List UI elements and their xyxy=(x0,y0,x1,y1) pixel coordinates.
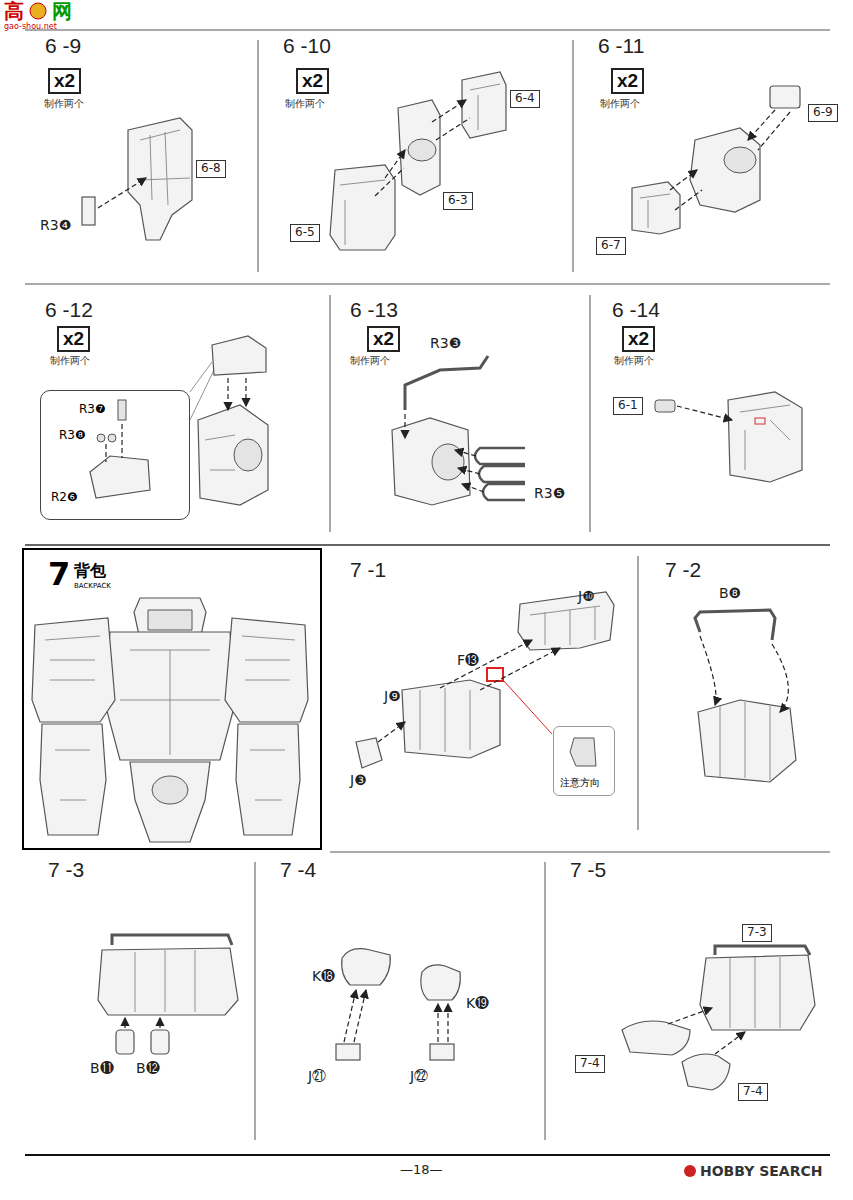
node-label: 6-7 xyxy=(601,239,621,253)
step-number: 7 -1 xyxy=(350,558,386,582)
node-label: x2 xyxy=(373,328,394,350)
page-number: —18— xyxy=(400,1163,443,1178)
watermark: 网 xyxy=(52,0,72,23)
node-label: 6-4 xyxy=(515,92,535,106)
quantity-box: x2 xyxy=(367,326,400,352)
step-reference: 6-7 xyxy=(596,237,626,255)
step-number: 6 -9 xyxy=(45,34,81,58)
step-reference: 6-9 xyxy=(808,104,838,122)
node-label: x2 xyxy=(628,328,649,350)
step-reference: 6-5 xyxy=(290,224,320,242)
quantity-box: x2 xyxy=(622,326,655,352)
node-text: R2❻ xyxy=(51,491,78,505)
step-number: 7 -3 xyxy=(48,858,84,882)
node-label: 7-3 xyxy=(747,926,767,940)
step-reference: 6-1 xyxy=(613,397,643,415)
step-number: 6 -13 xyxy=(350,298,398,322)
quantity-box: x2 xyxy=(57,326,90,352)
node-label: x2 xyxy=(617,70,638,92)
section-panel: 7背包 BACKPACK xyxy=(22,548,322,850)
note-text: 制作两个 xyxy=(600,98,640,110)
step-number: 6 -14 xyxy=(612,298,660,322)
node-heading: 7 xyxy=(48,556,70,593)
step-reference: 6-4 xyxy=(510,90,540,108)
step-reference: 6-8 xyxy=(196,160,226,178)
step-number: 7 -4 xyxy=(280,858,316,882)
part-callout: J㉒ xyxy=(410,1068,428,1084)
note-text: 制作两个 xyxy=(350,355,390,367)
part-callout: J㉑ xyxy=(308,1068,326,1084)
part-callout: R3❹ xyxy=(40,217,71,233)
part-callout: B⓬ xyxy=(136,1060,160,1076)
part-callout: F⓭ xyxy=(457,652,479,668)
step-reference: 7-4 xyxy=(738,1083,768,1101)
node-label: 7-4 xyxy=(743,1085,763,1099)
node-label: x2 xyxy=(54,70,75,92)
quantity-box: x2 xyxy=(48,68,81,94)
part-callout: J❾ xyxy=(384,688,401,704)
node-label: 6-3 xyxy=(448,194,468,208)
node-text: 背包 xyxy=(74,562,106,580)
step-reference: 6-3 xyxy=(443,192,473,210)
part-callout: B❽ xyxy=(719,585,741,601)
step-number: 6 -10 xyxy=(283,34,331,58)
step-reference: 7-3 xyxy=(742,924,772,942)
step-number: 7 -2 xyxy=(665,558,701,582)
detail-inset: R3❼ R3❽ R2❻ xyxy=(40,390,190,520)
part-callout: K⓳ xyxy=(466,995,489,1011)
step-number: 6 -12 xyxy=(45,298,93,322)
node-text: BACKPACK xyxy=(74,582,111,590)
quantity-box: x2 xyxy=(296,68,329,94)
watermark: 高 xyxy=(4,0,24,23)
watermark: gao-shou.net xyxy=(4,22,57,31)
part-callout: B⓫ xyxy=(90,1060,114,1076)
part-callout: R3❺ xyxy=(534,485,565,501)
node-label: 6-8 xyxy=(201,162,221,176)
step-reference: 7-4 xyxy=(575,1055,605,1073)
node-heading: R3❼ xyxy=(79,403,106,417)
note-text: 制作两个 xyxy=(614,355,654,367)
direction-note: 注意方向 xyxy=(553,726,615,796)
step-number: 6 -11 xyxy=(598,34,644,58)
node-heading: 注意方向 xyxy=(560,777,600,789)
note-text: 制作两个 xyxy=(50,355,90,367)
node-label: x2 xyxy=(302,70,323,92)
part-callout: R3❸ xyxy=(430,335,461,351)
node-label: x2 xyxy=(63,328,84,350)
note-text: 制作两个 xyxy=(44,98,84,110)
note-text: 制作两个 xyxy=(285,98,325,110)
quantity-box: x2 xyxy=(611,68,644,94)
step-number: 7 -5 xyxy=(570,858,606,882)
node-label: 7-4 xyxy=(580,1057,600,1071)
part-callout: J❸ xyxy=(350,772,367,788)
watermark: HOBBY SEARCH xyxy=(700,1163,822,1179)
part-callout: K⓲ xyxy=(312,968,335,984)
node-text: R3❽ xyxy=(59,429,86,443)
node-label: 6-5 xyxy=(295,226,315,240)
node-label: 6-1 xyxy=(618,399,638,413)
part-callout: J❿ xyxy=(578,588,595,604)
node-label: 6-9 xyxy=(813,106,833,120)
